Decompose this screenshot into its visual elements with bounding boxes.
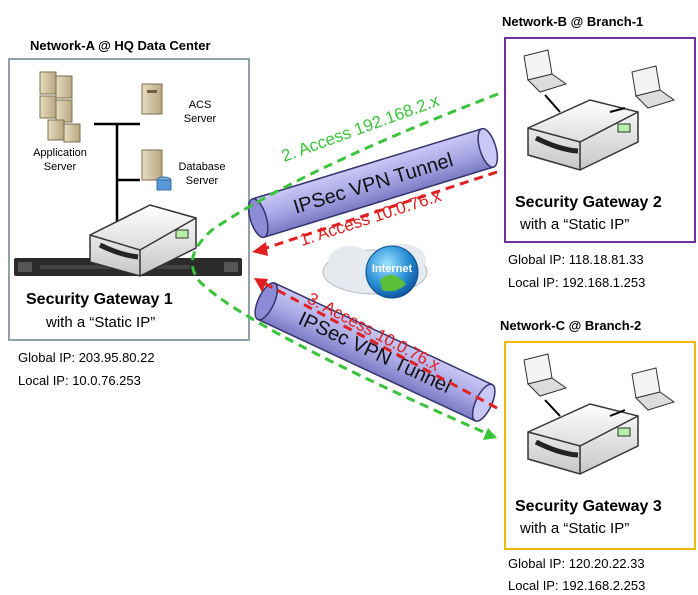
flow-arrow-green [190,92,499,439]
network-a-wiring [94,122,140,225]
database-server-icon [141,149,172,191]
arrowhead-red-1 [252,242,268,256]
internet-cloud-icon: Internet [322,244,428,299]
network-b-box [504,37,696,243]
gateway-2-subtitle: with a “Static IP” [520,216,630,233]
security-gateway-1-icon [89,204,197,277]
network-a-title: Network-A @ HQ Data Center [30,38,211,53]
network-c-box [504,341,696,550]
application-server-icon [39,71,81,143]
network-a-global-ip: Global IP: 203.95.80.22 [18,350,155,365]
internet-label: Internet [372,263,413,275]
acs-server-icon [141,83,163,115]
laptop-icon [523,49,568,93]
laptop-icon [631,65,676,109]
network-b-local-ip: Local IP: 192.168.1.253 [508,275,646,290]
gateway-2-title: Security Gateway 2 [515,194,662,211]
arrowhead-green [483,428,497,440]
security-gateway-2-icon [527,99,639,171]
network-a-box [8,58,250,341]
laptop-icon [523,353,568,397]
gateway-3-title: Security Gateway 3 [515,498,662,515]
laptop-icon [631,367,676,411]
network-c-title: Network-C @ Branch-2 [500,318,642,333]
network-b-title: Network-B @ Branch-1 [502,14,644,29]
gateway-1-subtitle: with a “Static IP” [46,314,156,331]
network-b-global-ip: Global IP: 118.18.81.33 [508,252,644,267]
flow-arrow-red-1 [259,170,498,252]
network-a-local-ip: Local IP: 10.0.76.253 [18,373,141,388]
network-b-wiring [544,94,626,113]
network-c-global-ip: Global IP: 120.20.22.33 [508,556,645,571]
network-c-wiring [544,399,626,417]
network-c-local-ip: Local IP: 192.168.2.253 [508,578,646,593]
security-gateway-3-icon [527,403,639,475]
gateway-3-subtitle: with a “Static IP” [520,520,630,537]
vpn-tunnel-bottom: IPSec VPN Tunnel [254,282,496,422]
arrowhead-red-3 [254,278,268,292]
gateway-1-title: Security Gateway 1 [26,291,173,308]
